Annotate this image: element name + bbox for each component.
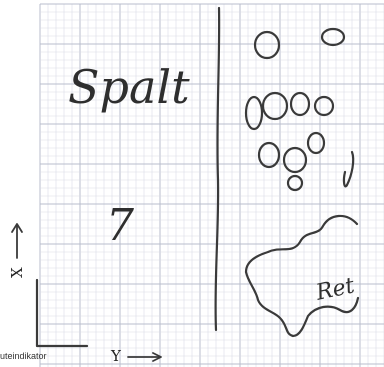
grid [40, 4, 384, 367]
y-axis-label: Y [111, 347, 121, 365]
hole-marks [246, 29, 353, 190]
left-mark: 7 [106, 200, 134, 251]
x-axis-label: X [8, 267, 26, 278]
caption-text: uteindikator [0, 351, 47, 361]
left-word: Spalt [68, 60, 190, 114]
